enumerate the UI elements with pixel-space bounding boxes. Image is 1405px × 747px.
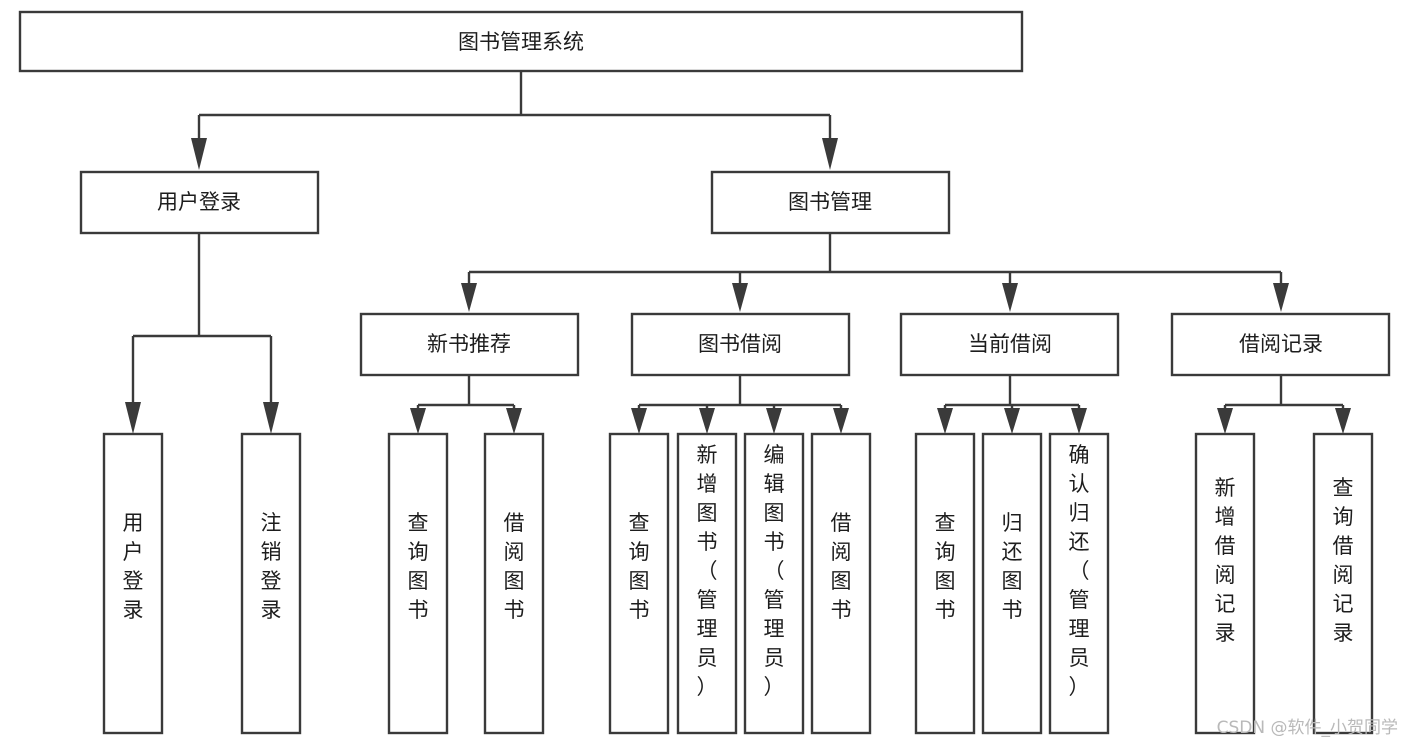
- node-leaf-borrow-book-2-box[interactable]: [810, 432, 872, 735]
- arrow-head-leaf-logout-login: [263, 402, 279, 434]
- connector-group-book-borrow: [631, 376, 849, 434]
- arrow-head-leaf-add-record: [1217, 408, 1233, 434]
- connector-group-current-borrow: [937, 376, 1087, 434]
- node-book-manage[interactable]: 图书管理: [710, 170, 951, 235]
- node-leaf-confirm-return-box[interactable]: [1048, 432, 1110, 735]
- arrow-head-leaf-edit-book: [766, 408, 782, 434]
- arrow-head-leaf-query-book-1: [410, 408, 426, 434]
- node-book-borrow-label: 图书借阅: [698, 332, 782, 356]
- node-book-manage-box[interactable]: [710, 170, 951, 235]
- arrow-head-current-borrow: [1002, 283, 1018, 312]
- node-leaf-query-book-3-label: 查询图书: [935, 511, 956, 622]
- node-current-borrow[interactable]: 当前借阅: [899, 312, 1120, 377]
- node-book-borrow[interactable]: 图书借阅: [630, 312, 851, 377]
- node-leaf-return-book-label: 归还图书: [1002, 511, 1023, 622]
- node-leaf-user-login-box[interactable]: [102, 432, 164, 735]
- node-leaf-confirm-return-label: 确认归还（管理员）: [1069, 443, 1090, 699]
- node-user-login[interactable]: 用户登录: [79, 170, 320, 235]
- node-leaf-query-book-3-box[interactable]: [914, 432, 976, 735]
- node-leaf-user-login-label: 用户登录: [123, 511, 144, 622]
- node-leaf-query-book-2-box[interactable]: [608, 432, 670, 735]
- node-borrow-record[interactable]: 借阅记录: [1170, 312, 1391, 377]
- node-leaf-user-login[interactable]: 用户登录: [102, 432, 164, 735]
- node-root[interactable]: 图书管理系统: [18, 10, 1024, 73]
- node-leaf-logout-login-label: 注销登录: [261, 511, 282, 622]
- node-leaf-borrow-book-1-box[interactable]: [483, 432, 545, 735]
- node-leaf-edit-book-label: 编辑图书（管理员）: [764, 443, 785, 699]
- node-leaf-query-record-label: 查询借阅记录: [1333, 476, 1354, 645]
- node-borrow-record-label: 借阅记录: [1239, 332, 1323, 356]
- connector-group-root: [191, 71, 838, 170]
- arrow-head-borrow-record: [1273, 283, 1289, 312]
- node-leaf-edit-book-box[interactable]: [743, 432, 805, 735]
- node-leaf-logout-login[interactable]: 注销登录: [240, 432, 302, 735]
- node-leaf-borrow-book-2[interactable]: 借阅图书: [810, 432, 872, 735]
- arrow-head-leaf-borrow-book-1: [506, 408, 522, 434]
- node-current-borrow-box[interactable]: [899, 312, 1120, 377]
- node-root-label: 图书管理系统: [458, 30, 584, 54]
- node-leaf-query-book-1[interactable]: 查询图书: [387, 432, 449, 735]
- arrow-head-leaf-query-book-3: [937, 408, 953, 434]
- node-leaf-borrow-book-1[interactable]: 借阅图书: [483, 432, 545, 735]
- node-user-login-box[interactable]: [79, 170, 320, 235]
- node-new-book-recommend-box[interactable]: [359, 312, 580, 377]
- arrow-head-leaf-confirm-return: [1071, 408, 1087, 434]
- node-leaf-add-record[interactable]: 新增借阅记录: [1194, 432, 1256, 735]
- node-leaf-query-book-2[interactable]: 查询图书: [608, 432, 670, 735]
- arrow-head-book-manage: [822, 138, 838, 170]
- node-leaf-add-book[interactable]: 新增图书（管理员）: [676, 432, 738, 735]
- node-leaf-borrow-book-1-label: 借阅图书: [504, 511, 525, 622]
- node-leaf-query-book-3[interactable]: 查询图书: [914, 432, 976, 735]
- node-leaf-add-record-box[interactable]: [1194, 432, 1256, 735]
- node-leaf-query-book-1-box[interactable]: [387, 432, 449, 735]
- node-leaf-add-record-label: 新增借阅记录: [1215, 476, 1236, 645]
- connector-group-new-book-recommend: [410, 376, 522, 434]
- arrow-head-leaf-query-book-2: [631, 408, 647, 434]
- connector-group-borrow-record: [1217, 376, 1351, 434]
- arrow-head-leaf-borrow-book-2: [833, 408, 849, 434]
- node-user-login-label: 用户登录: [157, 190, 241, 214]
- arrow-head-leaf-user-login: [125, 402, 141, 434]
- node-current-borrow-label: 当前借阅: [968, 332, 1052, 356]
- node-leaf-add-book-box[interactable]: [676, 432, 738, 735]
- node-leaf-return-book-box[interactable]: [981, 432, 1043, 735]
- node-new-book-recommend[interactable]: 新书推荐: [359, 312, 580, 377]
- node-leaf-return-book[interactable]: 归还图书: [981, 432, 1043, 735]
- node-borrow-record-box[interactable]: [1170, 312, 1391, 377]
- connector-group-book-manage: [461, 233, 1289, 312]
- arrow-head-leaf-add-book: [699, 408, 715, 434]
- node-leaf-query-record[interactable]: 查询借阅记录: [1312, 432, 1374, 735]
- arrow-head-new-book-recommend: [461, 283, 477, 312]
- arrow-head-leaf-return-book: [1004, 408, 1020, 434]
- node-leaf-query-book-2-label: 查询图书: [629, 511, 650, 622]
- watermark-label: CSDN @软件_小贺同学: [1217, 718, 1398, 738]
- node-leaf-borrow-book-2-label: 借阅图书: [831, 511, 852, 622]
- node-book-manage-label: 图书管理: [788, 190, 872, 214]
- arrow-head-user-login: [191, 138, 207, 170]
- arrow-head-leaf-query-record: [1335, 408, 1351, 434]
- node-new-book-recommend-label: 新书推荐: [427, 332, 511, 356]
- node-leaf-edit-book[interactable]: 编辑图书（管理员）: [743, 432, 805, 735]
- node-leaf-query-book-1-label: 查询图书: [408, 511, 429, 622]
- node-leaf-add-book-label: 新增图书（管理员）: [697, 443, 718, 699]
- node-book-borrow-box[interactable]: [630, 312, 851, 377]
- node-leaf-logout-login-box[interactable]: [240, 432, 302, 735]
- node-leaf-query-record-box[interactable]: [1312, 432, 1374, 735]
- node-leaf-confirm-return[interactable]: 确认归还（管理员）: [1048, 432, 1110, 735]
- node-root-box[interactable]: [18, 10, 1024, 73]
- arrow-head-book-borrow: [732, 283, 748, 312]
- connector-group-user-login: [125, 233, 279, 434]
